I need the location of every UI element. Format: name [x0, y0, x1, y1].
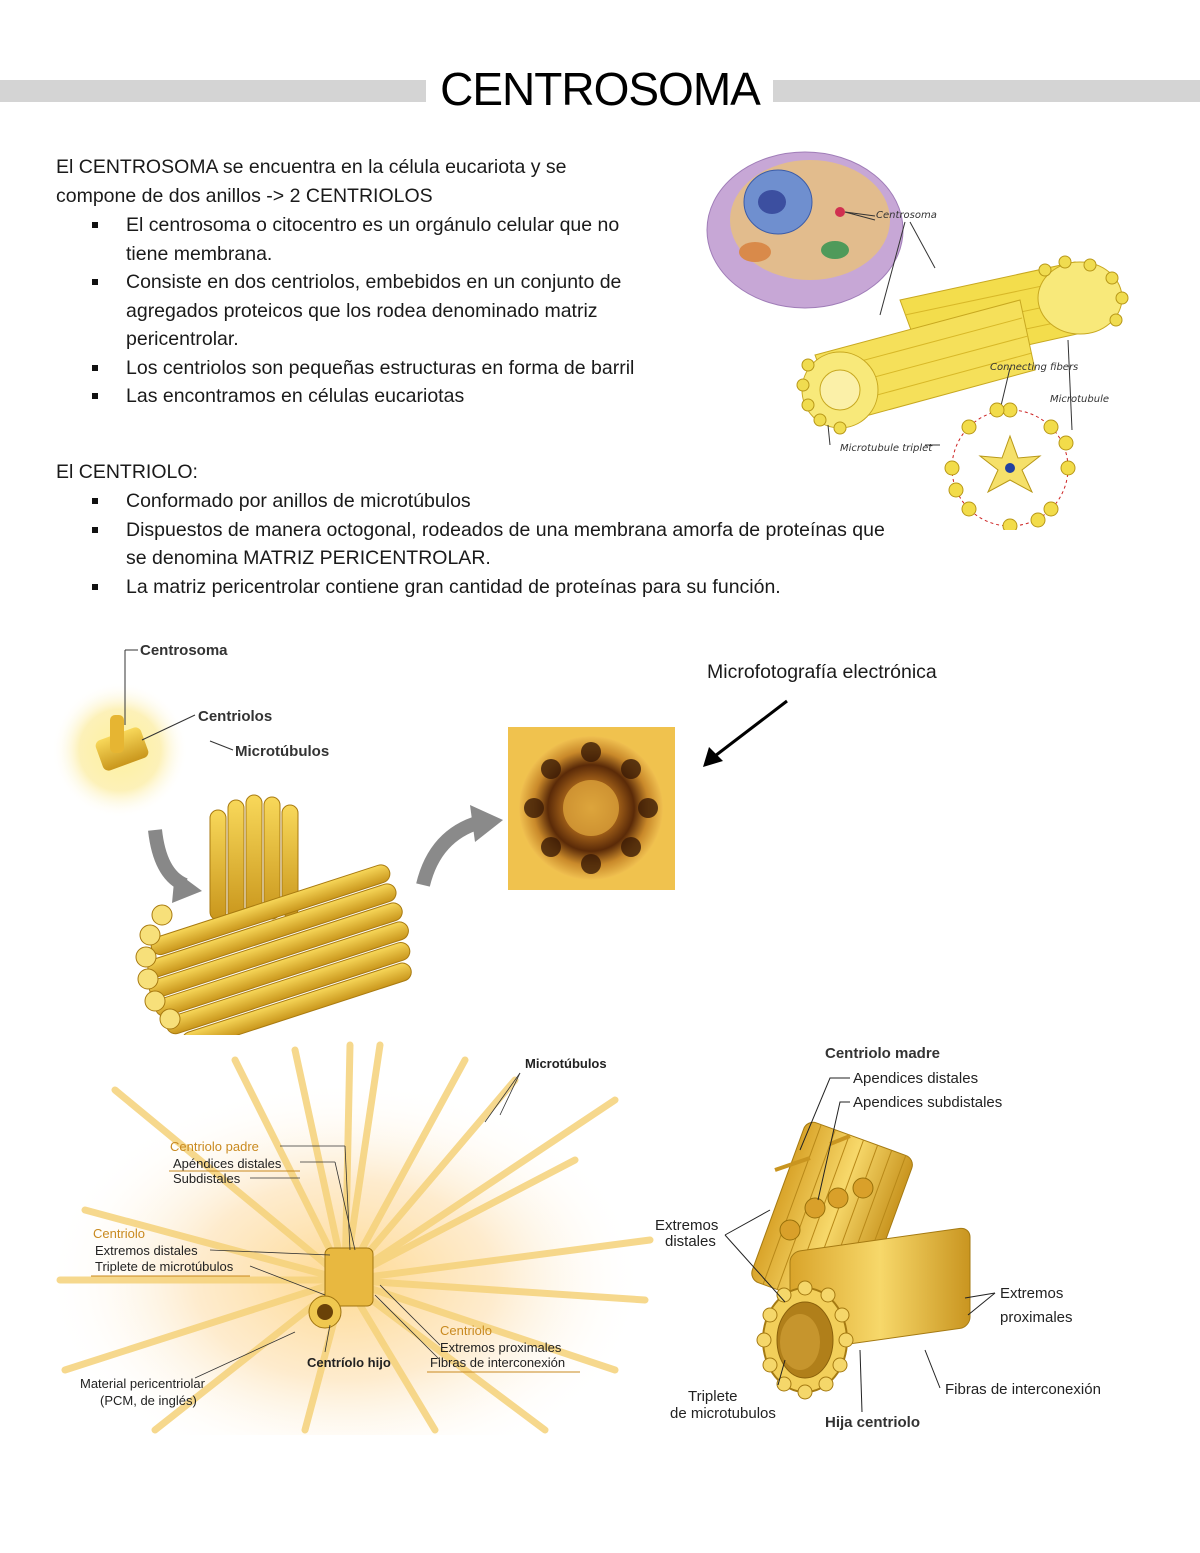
label-centriolo-madre: Centriolo madre [825, 1045, 940, 1062]
pcm-radial-figure: Microtúbulos Centriolo padre Apéndices d… [55, 1041, 654, 1435]
centriolo-bullet: La matriz pericentrolar contiene gran ca… [56, 573, 936, 602]
label-apendices-subdistales: Apendices subdistales [853, 1094, 1002, 1111]
label-microtubulos: Microtúbulos [235, 743, 329, 760]
label-triplet: Microtubule triplet [840, 443, 933, 454]
label-extremos-distales-2b: distales [665, 1233, 716, 1250]
label-pcm-microtubulos: Microtúbulos [525, 1056, 607, 1071]
centriolo-bullets: Conformado por anillos de microtúbulos D… [56, 487, 936, 601]
label-centriolo-hijo: Centríolo hijo [307, 1355, 391, 1370]
title-bar-right [773, 80, 1200, 102]
label-microtubule: Microtubule [1050, 394, 1109, 405]
label-extremos-distales-2a: Extremos [655, 1217, 718, 1234]
nucleolus [758, 190, 786, 214]
cell-centrosome-figure: Centrosoma Connecting fibers Microtubule… [706, 151, 1129, 530]
centriolo-bullet: Dispuestos de manera octogonal, rodeados… [56, 516, 886, 573]
label-extremos-proximales: Extremos proximales [440, 1340, 562, 1355]
label-triplete-2b: de microtubulos [670, 1405, 776, 1422]
arrow-to-micrograph [416, 805, 503, 887]
centriole-cylinder-front [801, 299, 1036, 429]
label-apendices-distales-2: Apendices distales [853, 1070, 978, 1087]
label-triplete: Triplete de microtúbulos [95, 1259, 234, 1274]
centrosome-dot [835, 207, 845, 217]
daughter-centriole [762, 1227, 971, 1393]
label-apendices-distales: Apéndices distales [173, 1156, 282, 1171]
label-centrosoma: Centrosoma [140, 642, 228, 659]
caption-arrow [703, 699, 788, 767]
intro-line-2: compone de dos anillos -> 2 CENTRIOLOS [56, 184, 433, 207]
label-centriolo-2: Centriolo [440, 1323, 492, 1338]
label-subdistales: Subdistales [173, 1171, 241, 1186]
intro-line-1: El CENTROSOMA se encuentra en la célula … [56, 156, 567, 178]
label-centrosome: Centrosoma [876, 210, 937, 221]
small-centriole [95, 715, 149, 771]
intro-bullet: Consiste en dos centriolos, embebidos en… [56, 268, 686, 354]
horizontal-tube-bundle [147, 864, 412, 1035]
distal-appendages [774, 1134, 851, 1172]
label-triplete-2a: Triplete [688, 1388, 737, 1405]
label-material-pericentriolar: Material pericentriolar [80, 1376, 206, 1391]
label-extremos-distales: Extremos distales [95, 1243, 198, 1258]
radiating-microtubules [56, 1041, 654, 1434]
label-centriolo-padre: Centriolo padre [170, 1139, 259, 1154]
centriolo-madre-figure: Centriolo madre [655, 1045, 1101, 1431]
label-pcm-ingles: (PCM, de inglés) [100, 1393, 197, 1408]
label-connecting-fibers: Connecting fibers [990, 362, 1078, 373]
tube-ends [135, 904, 181, 1030]
centriole-pair [308, 1247, 374, 1329]
cross-section-ring [944, 402, 1076, 530]
centriolo-heading: El CENTRIOLO: [56, 461, 198, 483]
intro-bullet: Las encontramos en células eucariotas [56, 382, 706, 411]
vertical-tube-bundle [209, 794, 299, 921]
daughter-end-tubes [756, 1280, 854, 1400]
page-title: CENTROSOMA [440, 63, 761, 115]
mitochondrion [821, 241, 849, 259]
centriolo-bullet: Conformado por anillos de microtúbulos [56, 487, 936, 516]
electron-micrograph [508, 727, 675, 890]
label-hija-centriolo: Hija centriolo [825, 1414, 920, 1431]
micrograph-caption: Microfotografía electrónica [707, 661, 937, 683]
microtubule-dots [796, 255, 1129, 435]
appendage-balls [779, 1177, 874, 1241]
intro-bullet: Los centriolos son pequeñas estructuras … [56, 354, 706, 383]
label-centriolo-1: Centriolo [93, 1226, 145, 1241]
label-fibras-madre: Fibras de interconexión [945, 1381, 1101, 1398]
intro-paragraph: El CENTROSOMA se encuentra en la célula … [56, 153, 696, 210]
label-fibras-pcm: Fibras de interconexión [430, 1355, 565, 1370]
intro-bullet: El centrosoma o citocentro es un orgánul… [56, 211, 666, 268]
centriole-3d-figure: Centrosoma Centriolos Microtúbulos [52, 642, 412, 1035]
intro-bullets: El centrosoma o citocentro es un orgánul… [56, 211, 706, 411]
label-extremos-proximales-2b: proximales [1000, 1309, 1073, 1326]
organelle [739, 242, 771, 262]
micrograph-triplets [524, 742, 658, 874]
label-extremos-proximales-2a: Extremos [1000, 1285, 1063, 1302]
title-bar-left [0, 80, 426, 102]
label-centriolos: Centriolos [198, 708, 272, 725]
